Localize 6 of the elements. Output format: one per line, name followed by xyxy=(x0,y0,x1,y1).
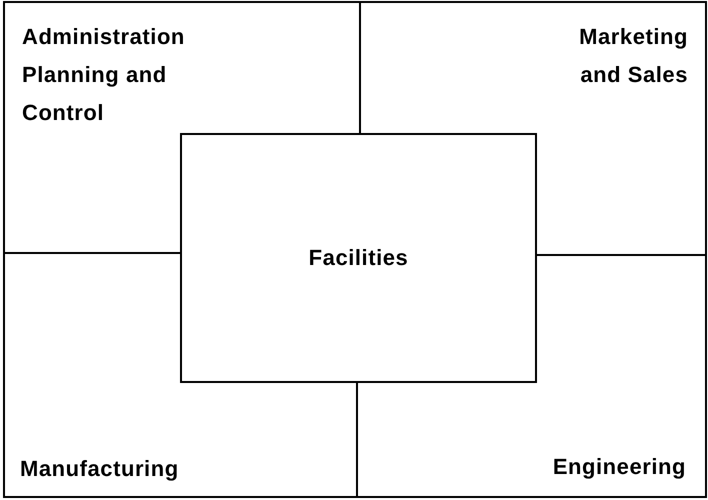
area-label: Administration Planning and Control xyxy=(22,23,186,127)
area-label: Engineering xyxy=(552,453,686,481)
area-label: Facilities xyxy=(308,244,408,272)
center-box xyxy=(180,133,537,383)
area-label: Marketing and Sales xyxy=(578,23,688,89)
area-label: Manufacturing xyxy=(20,455,179,483)
